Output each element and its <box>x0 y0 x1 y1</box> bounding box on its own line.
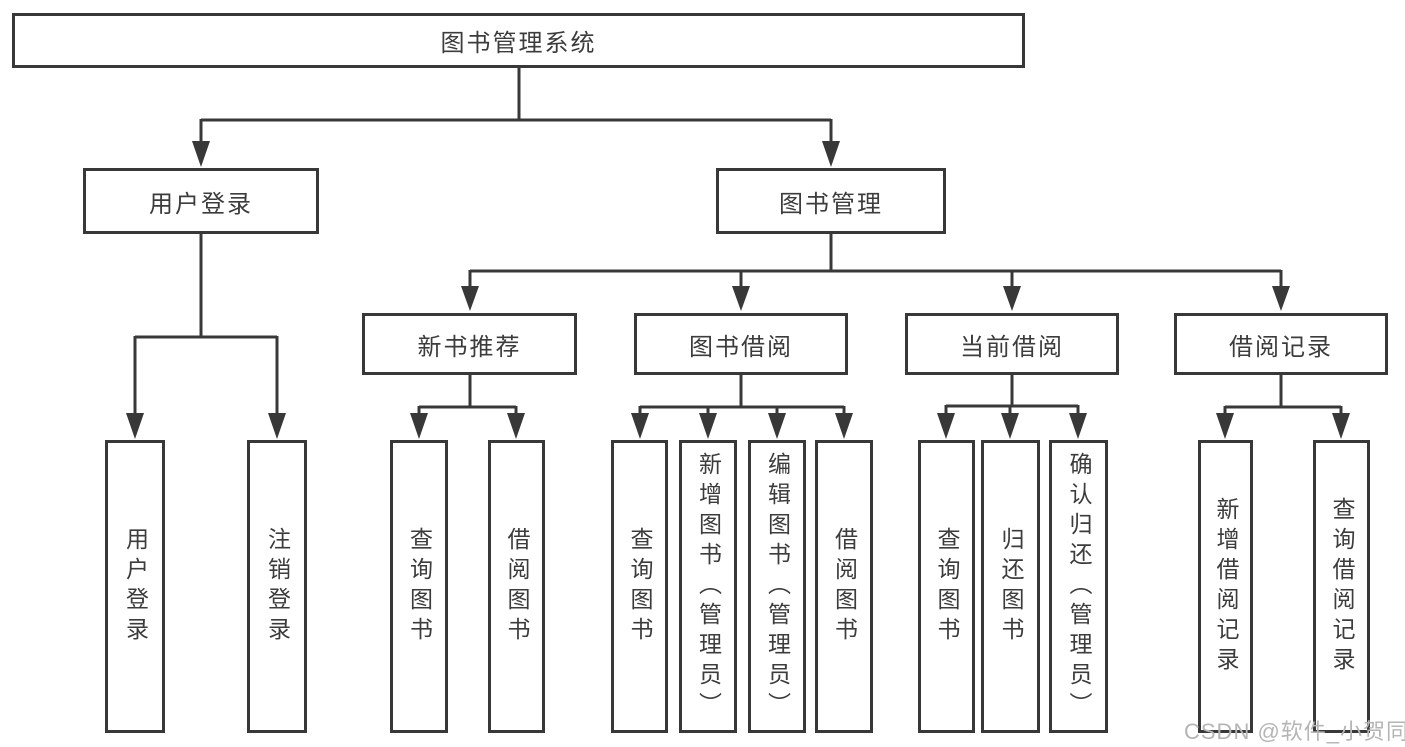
leaf-nbr-query-books: 查询图书 <box>390 440 448 733</box>
leaf-cb-return-books-label: 归还图书 <box>998 526 1024 647</box>
node-book-management: 图书管理 <box>716 168 946 234</box>
leaf-bb-borrow-books: 借阅图书 <box>815 440 873 733</box>
leaf-bb-edit-books-admin: 编辑图书（管理员） <box>748 440 806 733</box>
leaf-br-query-borrow-record-label: 查询借阅记录 <box>1329 496 1355 677</box>
leaf-cb-query-books-label: 查询图书 <box>934 526 960 647</box>
leaf-logout-label: 注销登录 <box>264 526 291 647</box>
leaf-cb-return-books: 归还图书 <box>981 440 1040 733</box>
leaf-nbr-query-books-label: 查询图书 <box>406 526 433 647</box>
leaf-br-query-borrow-record: 查询借阅记录 <box>1313 440 1370 733</box>
leaf-user-login-label: 用户登录 <box>122 526 149 647</box>
leaf-bb-borrow-books-label: 借阅图书 <box>831 526 858 647</box>
leaf-nbr-borrow-books-label: 借阅图书 <box>504 526 530 647</box>
leaf-br-add-borrow-record-label: 新增借阅记录 <box>1213 496 1239 677</box>
leaf-user-login: 用户登录 <box>105 440 165 733</box>
node-book-management-system: 图书管理系统 <box>12 13 1025 68</box>
node-borrowing-records: 借阅记录 <box>1174 313 1388 375</box>
leaf-bb-query-books-label: 查询图书 <box>627 526 653 647</box>
leaf-cb-query-books: 查询图书 <box>918 440 975 733</box>
leaf-br-add-borrow-record: 新增借阅记录 <box>1198 440 1253 733</box>
node-new-book-recommend: 新书推荐 <box>362 313 577 375</box>
leaf-bb-edit-books-admin-label: 编辑图书（管理员） <box>764 451 791 722</box>
leaf-nbr-borrow-books: 借阅图书 <box>488 440 545 733</box>
leaf-cb-confirm-return-admin: 确认归还（管理员） <box>1049 440 1108 733</box>
node-book-borrowing: 图书借阅 <box>634 313 848 375</box>
leaf-bb-add-books-admin: 新增图书（管理员） <box>679 440 737 733</box>
leaf-bb-query-books: 查询图书 <box>611 440 668 733</box>
node-current-borrowing: 当前借阅 <box>905 313 1119 375</box>
watermark: CSDN @软件_小贺同学 <box>1184 719 1405 744</box>
leaf-bb-add-books-admin-label: 新增图书（管理员） <box>695 451 722 722</box>
node-user-login: 用户登录 <box>83 168 319 234</box>
leaf-cb-confirm-return-admin-label: 确认归还（管理员） <box>1066 451 1092 722</box>
leaf-logout: 注销登录 <box>247 440 307 733</box>
